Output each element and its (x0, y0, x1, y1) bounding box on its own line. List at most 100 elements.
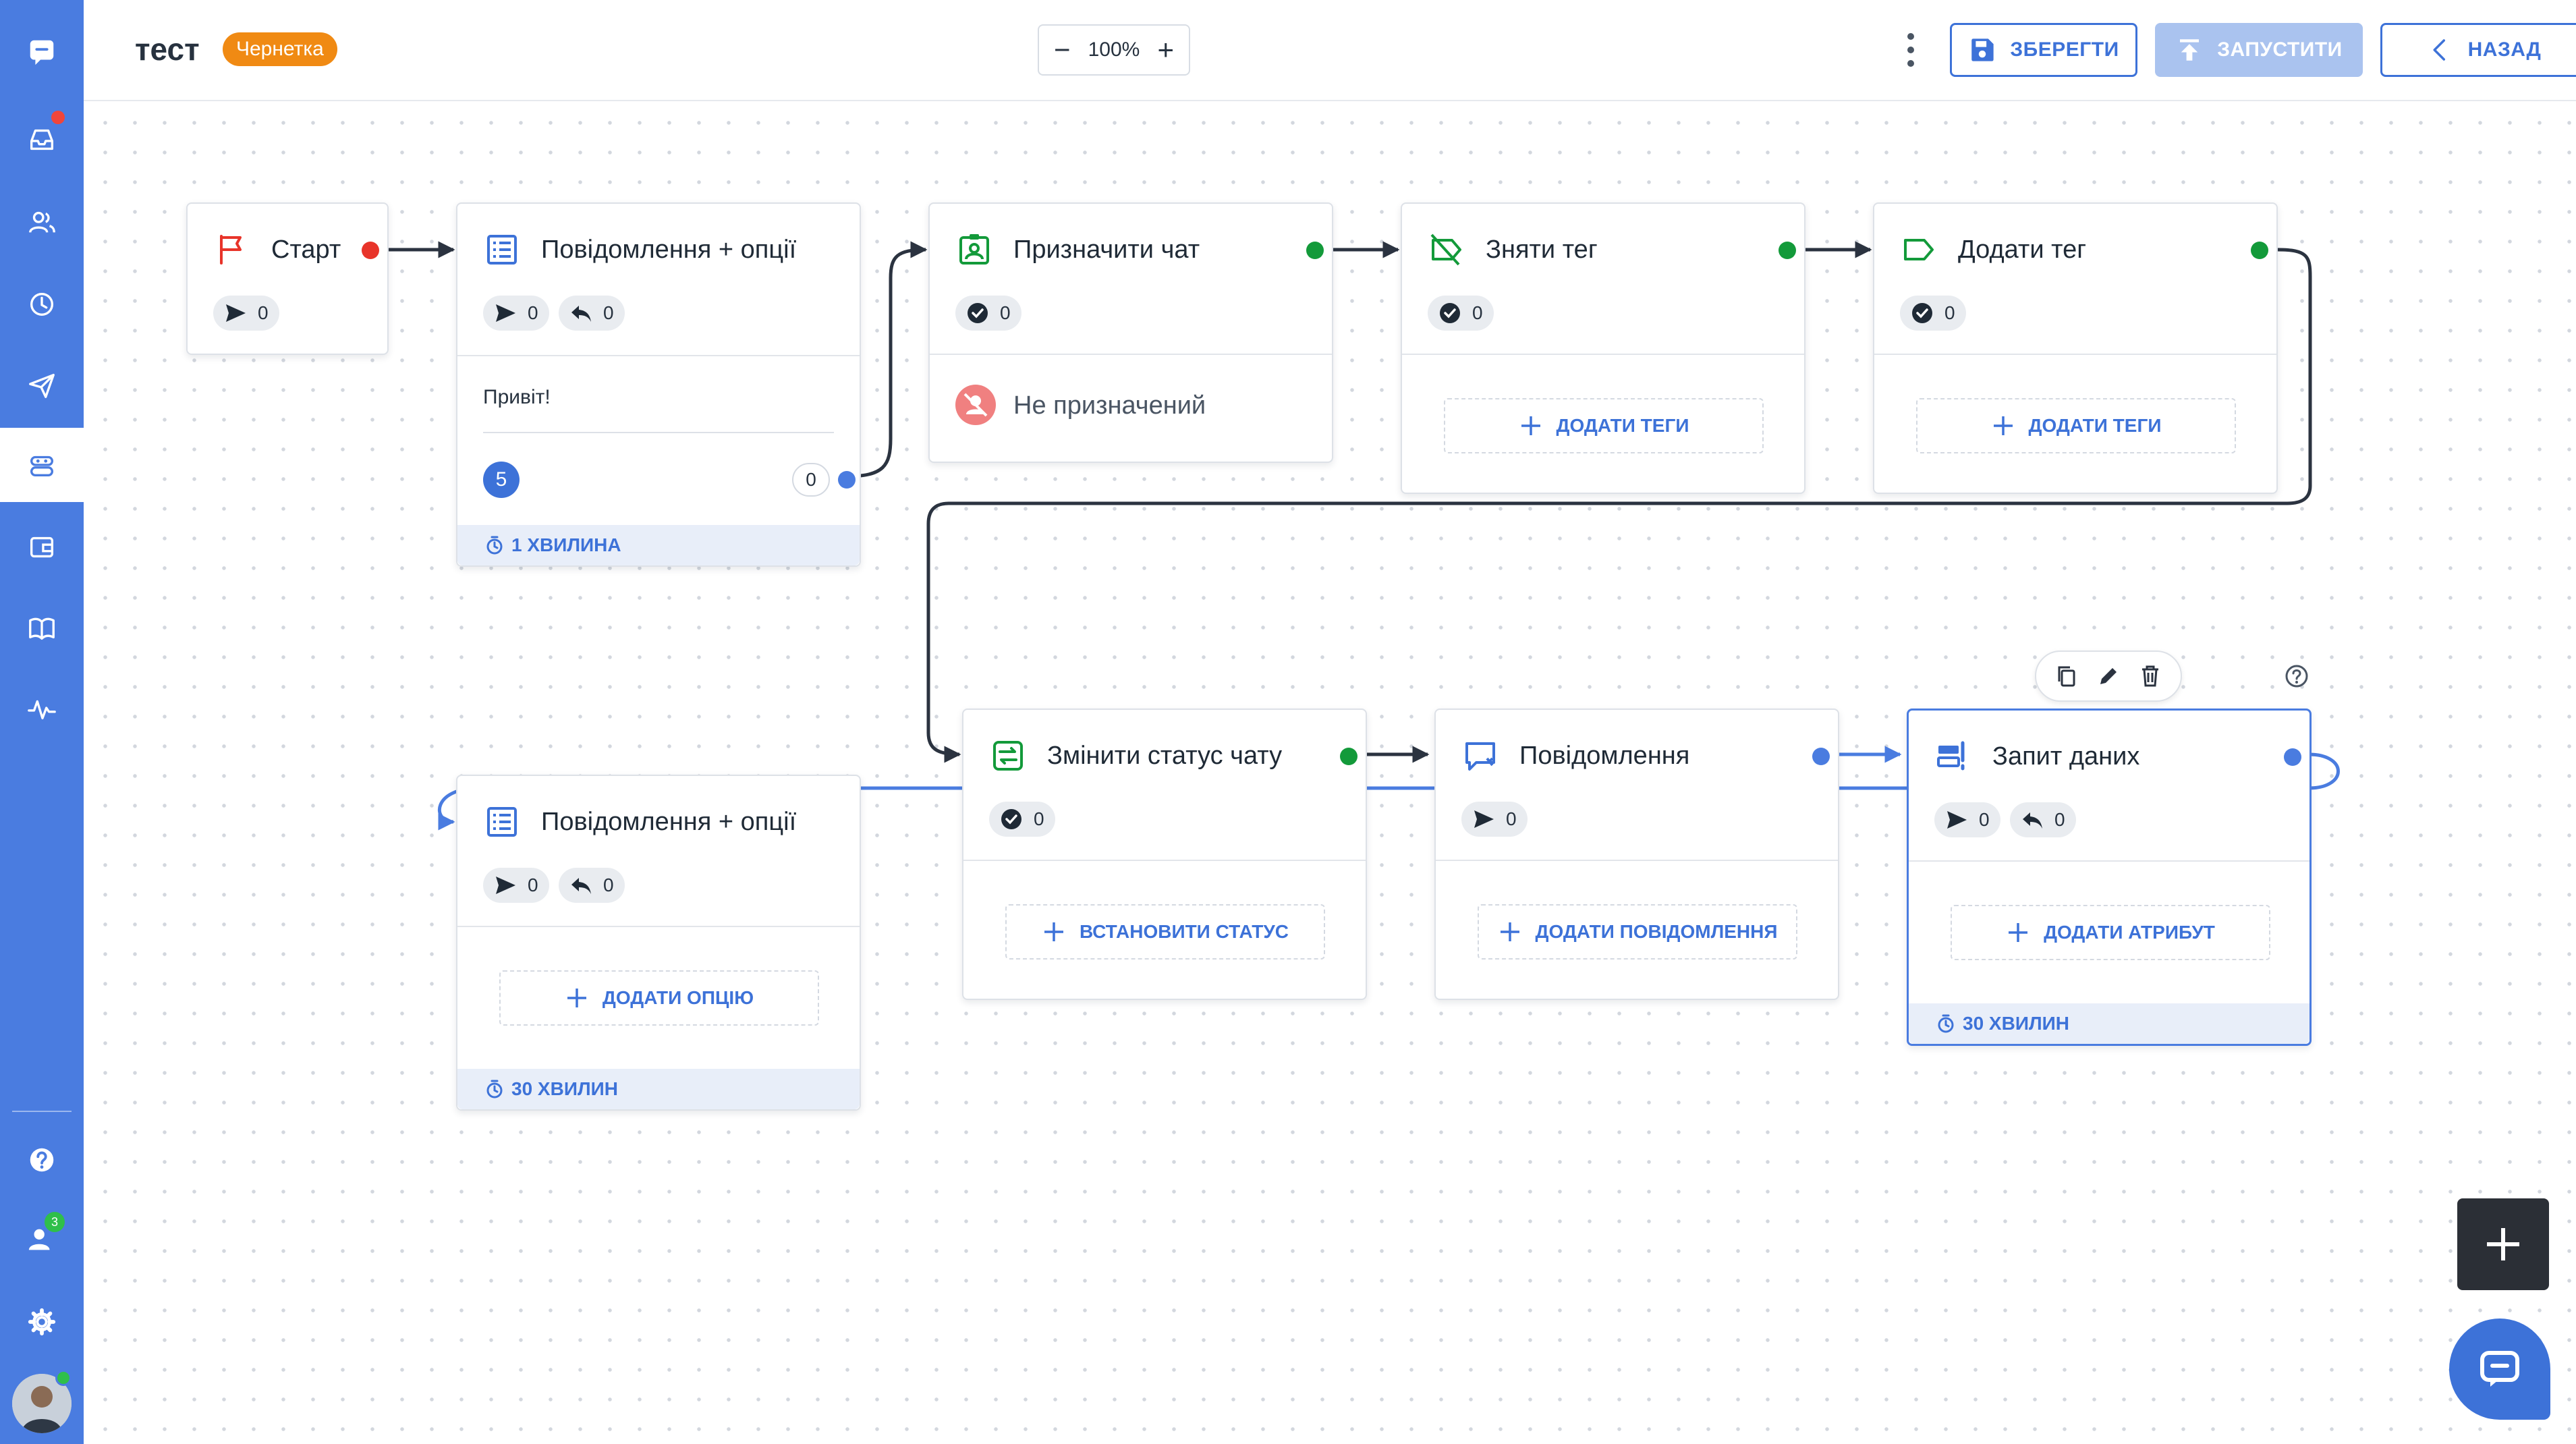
sidebar: 3 (0, 0, 84, 1444)
add-tags-button[interactable]: ДОДАТИ ТЕГИ (1444, 398, 1764, 453)
set-status-button[interactable]: ВСТАНОВИТИ СТАТУС (1005, 904, 1325, 960)
send-icon (1947, 811, 1967, 829)
flow-title[interactable]: тест (135, 32, 200, 67)
plus-icon (2487, 1228, 2519, 1260)
output-port[interactable] (2284, 748, 2301, 766)
message-icon (1465, 742, 1495, 771)
node-change-status[interactable]: Змінити статус чату 0 ВСТАНОВИТИ СТАТУС (962, 709, 1367, 1000)
team-icon (28, 1229, 50, 1250)
node-message[interactable]: Повідомлення 0 ДОДАТИ ПОВІДОМЛЕННЯ (1434, 709, 1839, 1000)
question-circle-icon[interactable] (2285, 664, 2309, 688)
option-output-port[interactable] (838, 471, 856, 489)
back-button[interactable]: НАЗАД (2380, 23, 2576, 77)
node-title: Додати тег (1958, 235, 2087, 264)
run-button[interactable]: ЗАПУСТИТИ (2155, 23, 2363, 77)
assignee-label[interactable]: Не призначений (1013, 391, 1206, 420)
online-status-dot (55, 1370, 72, 1386)
check-circle-icon (1912, 303, 1932, 323)
edit-pencil-icon[interactable] (2096, 664, 2121, 688)
save-button[interactable]: ЗБЕРЕГТИ (1950, 23, 2137, 77)
logo-chat-icon[interactable] (0, 15, 84, 89)
node-message-options-2[interactable]: Повідомлення + опції 0 0 ДОДАТИ ОПЦІЮ 30… (456, 775, 861, 1111)
swap-icon (993, 741, 1023, 771)
plus-icon (1521, 416, 1540, 435)
send-icon (1474, 810, 1494, 828)
reply-count: 0 (603, 874, 614, 895)
add-attribute-label: ДОДАТИ АТРИБУТ (2044, 922, 2215, 943)
support-chat-button[interactable] (2449, 1318, 2550, 1420)
data-request-icon (1937, 741, 1965, 771)
sidebar-item-inbox[interactable] (0, 103, 84, 177)
zoom-in-button[interactable]: + (1157, 34, 1174, 65)
option-number-badge[interactable]: 5 (483, 462, 520, 498)
user-off-icon (963, 393, 988, 417)
add-node-button[interactable] (2457, 1198, 2549, 1290)
output-port[interactable] (1812, 748, 1830, 765)
timeout-label: 30 ХВИЛИН (511, 1078, 618, 1099)
chat-bubble-icon (2480, 1351, 2519, 1387)
node-header: Зняти тег 0 (1402, 204, 1804, 355)
sidebar-item-help[interactable] (0, 1123, 84, 1197)
done-count: 0 (1000, 302, 1011, 323)
reply-count-pill: 0 (559, 868, 625, 903)
plus-icon (2009, 923, 2028, 942)
chevron-left-icon (2433, 39, 2445, 61)
sidebar-item-payments[interactable] (0, 510, 84, 584)
help-icon (30, 1148, 54, 1172)
sidebar-item-broadcasts[interactable] (0, 348, 84, 422)
sent-count: 0 (528, 874, 538, 895)
sidebar-item-history[interactable] (0, 267, 84, 341)
add-message-button[interactable]: ДОДАТИ ПОВІДОМЛЕННЯ (1478, 904, 1797, 960)
send-icon (496, 304, 515, 322)
tag-off-icon (1430, 233, 1461, 266)
node-assign-chat[interactable]: Призначити чат 0 Не призначений (928, 202, 1333, 463)
bot-icon (30, 455, 54, 477)
output-port[interactable] (1306, 242, 1324, 259)
node-title: Зняти тег (1486, 235, 1598, 264)
node-message-options[interactable]: Повідомлення + опції 0 0 Привіт! 5 0 1 Х… (456, 202, 861, 567)
node-title: Повідомлення + опції (541, 235, 797, 264)
node-title: Запит даних (1992, 742, 2140, 771)
done-count-pill: 0 (955, 296, 1021, 331)
node-remove-tag[interactable]: Зняти тег 0 ДОДАТИ ТЕГИ (1401, 202, 1805, 494)
sidebar-item-analytics[interactable] (0, 672, 84, 746)
upload-icon (2180, 39, 2200, 61)
output-port[interactable] (362, 242, 379, 259)
sidebar-item-bots[interactable] (0, 428, 84, 502)
plus-icon (567, 989, 586, 1007)
add-tags-button[interactable]: ДОДАТИ ТЕГИ (1916, 398, 2236, 453)
sidebar-item-knowledge-base[interactable] (0, 591, 84, 665)
timeout-bar[interactable]: 30 ХВИЛИН (1909, 1003, 2309, 1044)
node-data-request[interactable]: Запит даних 0 0 ДОДАТИ АТРИБУТ 30 ХВИЛИН (1907, 709, 2312, 1046)
plus-icon (1993, 416, 2013, 435)
trash-icon[interactable] (2138, 664, 2162, 688)
output-port[interactable] (1779, 242, 1796, 259)
status-badge: Чернетка (223, 32, 337, 66)
output-port[interactable] (1340, 748, 1357, 765)
add-attribute-button[interactable]: ДОДАТИ АТРИБУТ (1951, 905, 2270, 960)
unassigned-icon (955, 385, 996, 425)
timeout-bar[interactable]: 30 ХВИЛИН (457, 1069, 860, 1109)
back-button-label: НАЗАД (2467, 38, 2542, 61)
sidebar-item-settings[interactable] (0, 1285, 84, 1359)
zoom-out-button[interactable]: − (1054, 34, 1071, 65)
message-preview[interactable]: Привіт! (483, 386, 551, 408)
node-title: Змінити статус чату (1047, 742, 1283, 770)
check-circle-icon (1001, 809, 1021, 829)
timeout-bar[interactable]: 1 ХВИЛИНА (457, 525, 860, 565)
add-tags-label: ДОДАТИ ТЕГИ (1556, 415, 1689, 436)
node-start-header: Старт 0 (188, 204, 387, 355)
send-icon (496, 877, 515, 894)
sidebar-item-team[interactable] (0, 1202, 84, 1277)
sidebar-item-contacts[interactable] (0, 185, 84, 259)
more-menu-icon[interactable] (1897, 30, 1924, 70)
node-header: Змінити статус чату 0 (963, 710, 1366, 861)
output-port[interactable] (2251, 242, 2268, 259)
timer-icon (486, 536, 503, 555)
copy-icon[interactable] (2054, 664, 2079, 688)
gear-icon (28, 1308, 56, 1336)
node-start[interactable]: Старт 0 (186, 202, 389, 355)
add-option-button[interactable]: ДОДАТИ ОПЦІЮ (499, 970, 819, 1026)
node-add-tag[interactable]: Додати тег 0 ДОДАТИ ТЕГИ (1873, 202, 2278, 494)
